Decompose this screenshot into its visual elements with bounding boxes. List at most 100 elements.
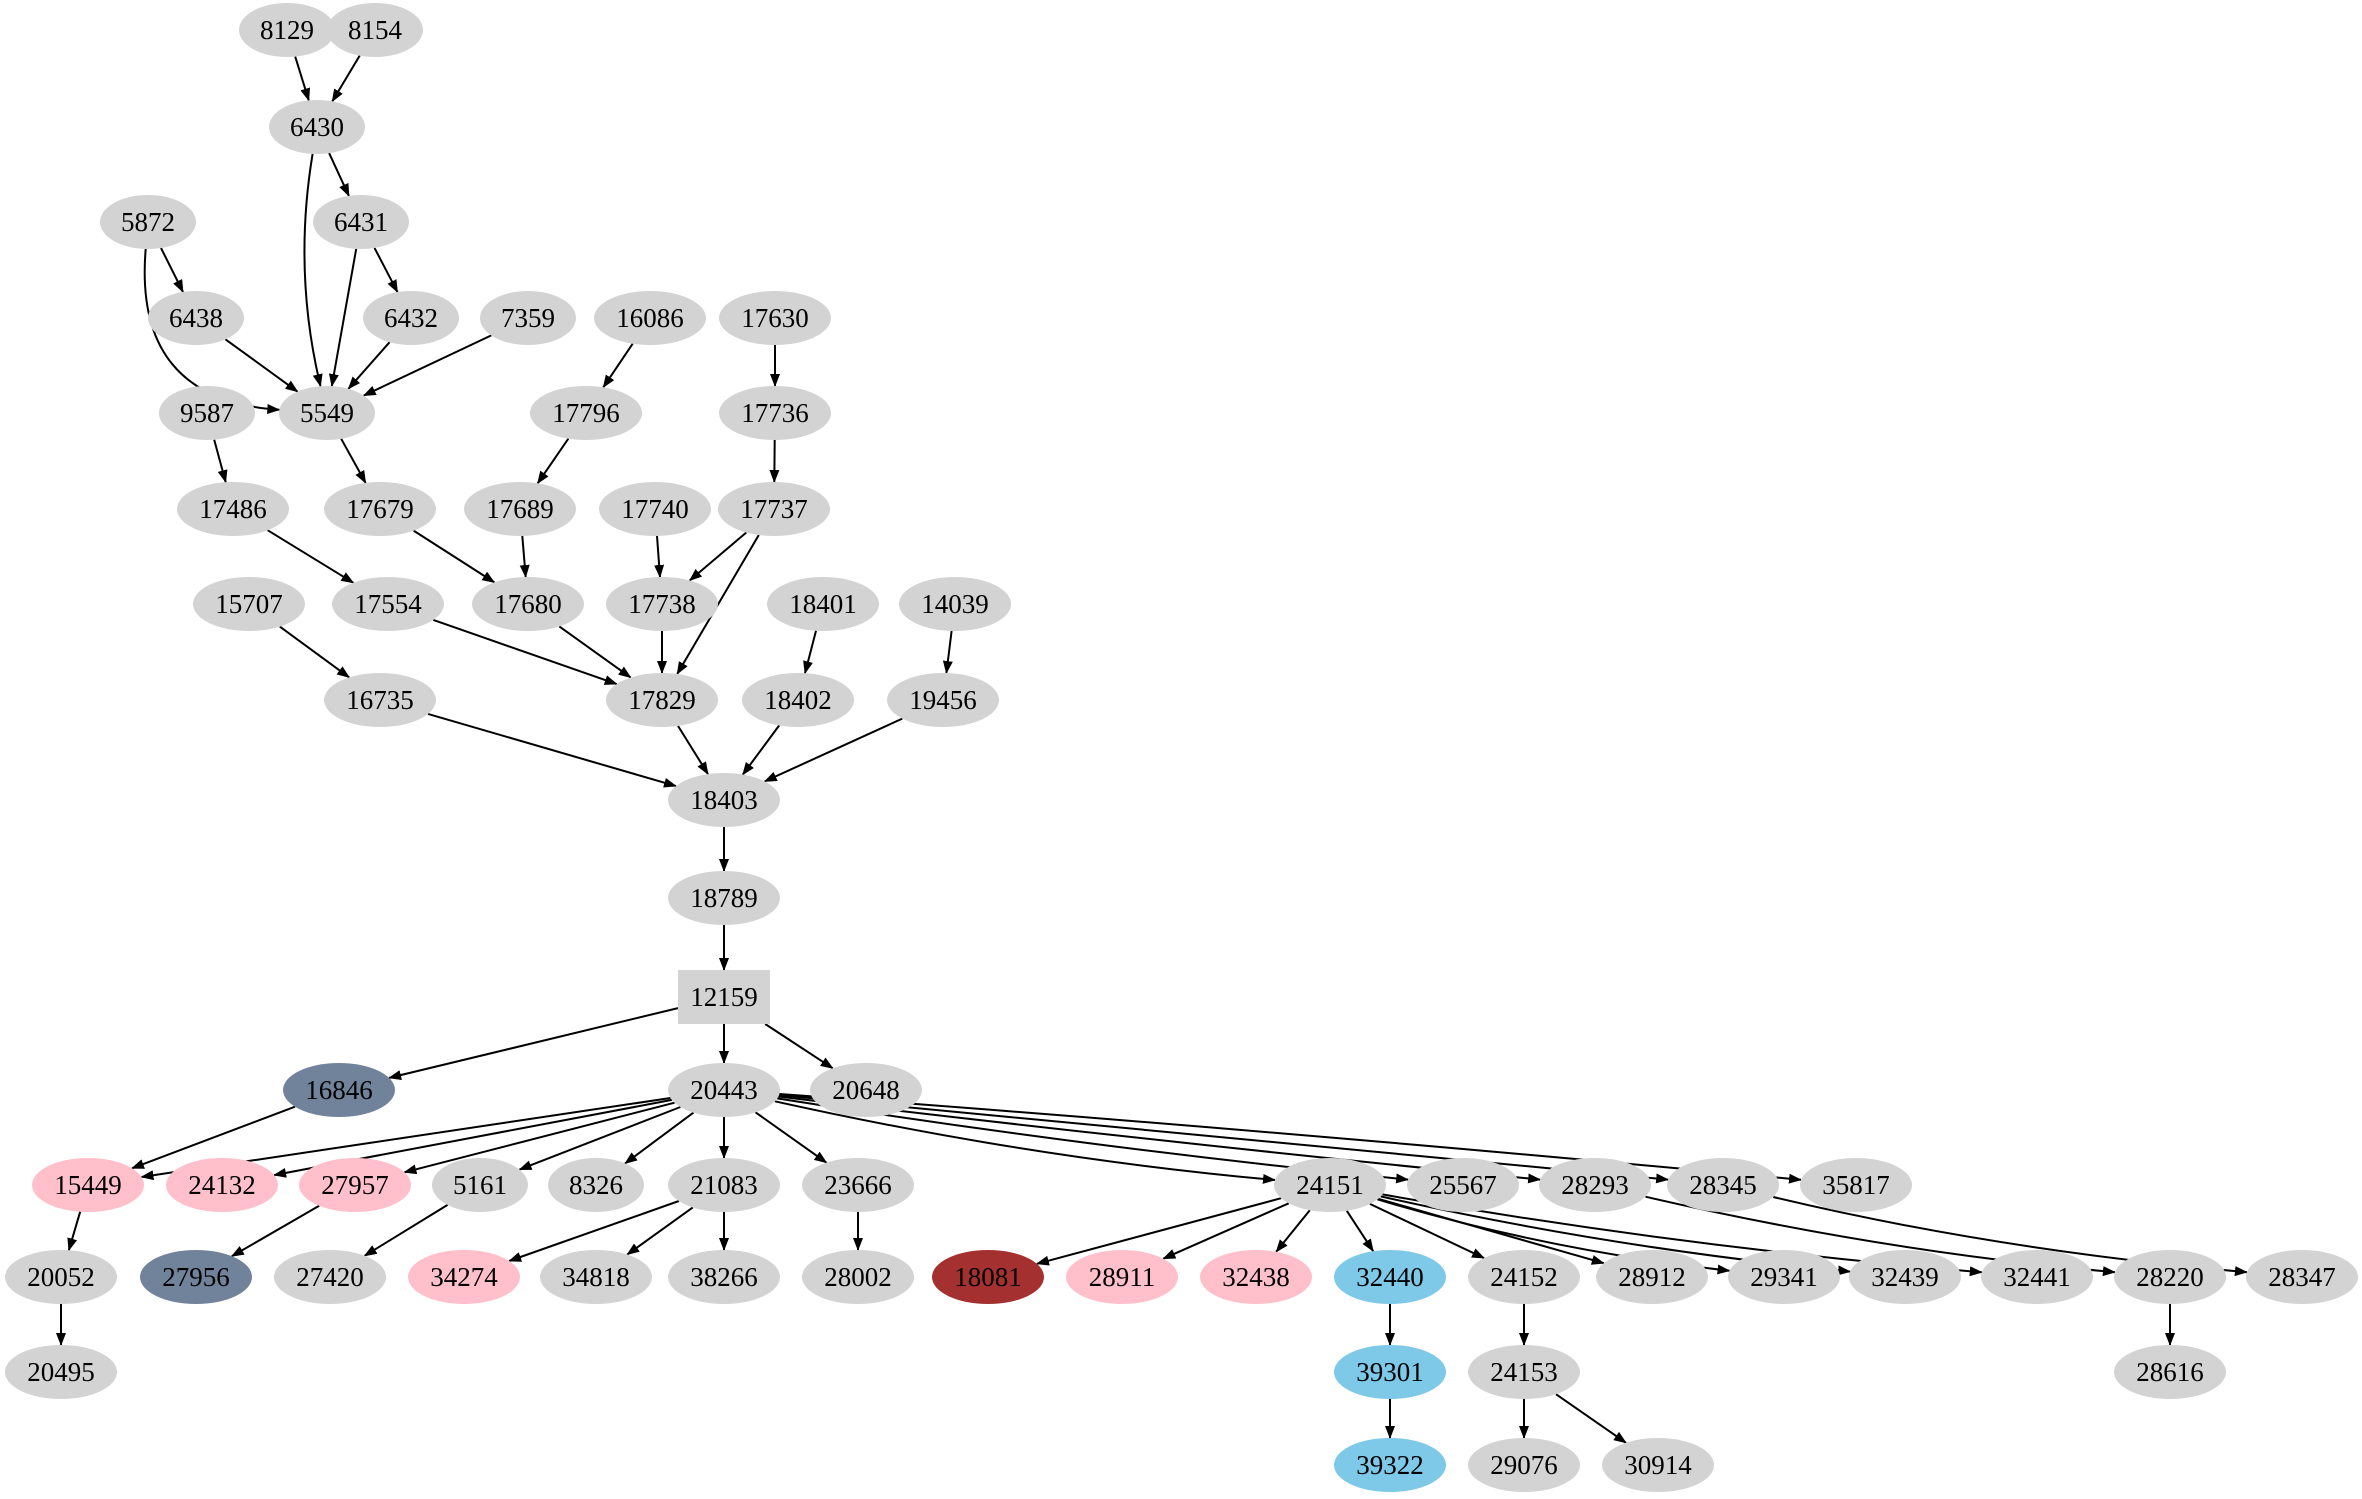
node-label-8326: 8326 <box>569 1170 623 1200</box>
node-9587: 9587 <box>159 386 255 440</box>
node-8154: 8154 <box>327 3 423 57</box>
node-30914: 30914 <box>1602 1438 1714 1492</box>
node-label-30914: 30914 <box>1624 1450 1692 1480</box>
node-7359: 7359 <box>480 291 576 345</box>
node-ellipse-28220 <box>2114 1250 2226 1304</box>
edge-7359-5549 <box>362 334 492 397</box>
node-label-20443: 20443 <box>690 1075 758 1105</box>
node-ellipse-9587 <box>159 386 255 440</box>
node-ellipse-24152 <box>1468 1250 1580 1304</box>
edge-15449-20052 <box>67 1211 82 1252</box>
node-ellipse-8129 <box>239 3 335 57</box>
node-ellipse-20052 <box>5 1250 117 1304</box>
node-5549: 5549 <box>279 386 375 440</box>
node-ellipse-15449 <box>32 1158 144 1212</box>
node-ellipse-17829 <box>606 673 718 727</box>
node-28912: 28912 <box>1596 1250 1708 1304</box>
node-label-24132: 24132 <box>188 1170 256 1200</box>
node-label-8129: 8129 <box>260 15 314 45</box>
node-5872: 5872 <box>100 195 196 249</box>
node-20052: 20052 <box>5 1250 117 1304</box>
node-ellipse-27957 <box>299 1158 411 1212</box>
node-29076: 29076 <box>1468 1438 1580 1492</box>
node-ellipse-17554 <box>332 577 444 631</box>
node-ellipse-20443 <box>668 1063 780 1117</box>
node-label-39322: 39322 <box>1356 1450 1424 1480</box>
node-ellipse-20495 <box>5 1345 117 1399</box>
edge-8154-6430 <box>331 55 361 103</box>
node-ellipse-8326 <box>548 1158 644 1212</box>
edge-24151-32440 <box>1345 1210 1375 1253</box>
node-label-39301: 39301 <box>1356 1357 1424 1387</box>
edge-24151-18081 <box>1035 1197 1282 1266</box>
node-label-32438: 32438 <box>1222 1262 1290 1292</box>
node-ellipse-8154 <box>327 3 423 57</box>
node-ellipse-28345 <box>1667 1158 1779 1212</box>
edge-6431-6432 <box>373 247 399 293</box>
node-label-28911: 28911 <box>1089 1262 1156 1292</box>
node-label-7359: 7359 <box>501 303 555 333</box>
node-ellipse-17737 <box>718 482 830 536</box>
node-label-25567: 25567 <box>1429 1170 1497 1200</box>
edge-5161-27420 <box>363 1204 449 1257</box>
edge-5549-17679 <box>340 438 367 484</box>
node-6438: 6438 <box>148 291 244 345</box>
node-28347: 28347 <box>2246 1250 2358 1304</box>
node-label-18789: 18789 <box>690 883 758 913</box>
node-ellipse-32441 <box>1981 1250 2093 1304</box>
edge-17679-17680 <box>413 529 496 584</box>
edge-20443-5161 <box>518 1106 681 1171</box>
node-39322: 39322 <box>1334 1438 1446 1492</box>
edge-20443-24151 <box>774 1100 1276 1184</box>
node-label-5549: 5549 <box>300 398 354 428</box>
node-label-16846: 16846 <box>305 1075 373 1105</box>
node-32438: 32438 <box>1200 1250 1312 1304</box>
edge-20443-35817 <box>779 1093 1802 1184</box>
edge-5872-6438 <box>160 247 184 293</box>
node-label-28220: 28220 <box>2136 1262 2204 1292</box>
node-29341: 29341 <box>1728 1250 1840 1304</box>
node-label-28347: 28347 <box>2268 1262 2336 1292</box>
node-28293: 28293 <box>1539 1158 1651 1212</box>
node-ellipse-17736 <box>719 386 831 440</box>
node-15707: 15707 <box>193 577 305 631</box>
node-ellipse-17796 <box>530 386 642 440</box>
node-label-20052: 20052 <box>27 1262 95 1292</box>
edge-17796-17689 <box>536 438 570 485</box>
node-label-14039: 14039 <box>921 589 989 619</box>
node-ellipse-20648 <box>810 1063 922 1117</box>
node-ellipse-28912 <box>1596 1250 1708 1304</box>
edge-18401-18402 <box>803 630 817 675</box>
node-18789: 18789 <box>668 871 780 925</box>
node-label-18402: 18402 <box>764 685 832 715</box>
node-label-12159: 12159 <box>690 982 758 1012</box>
node-28911: 28911 <box>1066 1250 1178 1304</box>
node-ellipse-35817 <box>1800 1158 1912 1212</box>
node-32441: 32441 <box>1981 1250 2093 1304</box>
node-32439: 32439 <box>1849 1250 1961 1304</box>
node-14039: 14039 <box>899 577 1011 631</box>
node-label-27957: 27957 <box>321 1170 389 1200</box>
node-ellipse-17738 <box>606 577 718 631</box>
node-label-17740: 17740 <box>621 494 689 524</box>
node-18401: 18401 <box>767 577 879 631</box>
node-8129: 8129 <box>239 3 335 57</box>
node-ellipse-5872 <box>100 195 196 249</box>
edge-24153-30914 <box>1555 1393 1627 1444</box>
node-ellipse-23666 <box>802 1158 914 1212</box>
node-5161: 5161 <box>432 1158 528 1212</box>
edge-19456-18403 <box>763 717 903 783</box>
node-ellipse-32439 <box>1849 1250 1961 1304</box>
node-label-32440: 32440 <box>1356 1262 1424 1292</box>
node-ellipse-17486 <box>177 482 289 536</box>
node-ellipse-32438 <box>1200 1250 1312 1304</box>
node-label-18403: 18403 <box>690 785 758 815</box>
node-label-32439: 32439 <box>1871 1262 1939 1292</box>
node-ellipse-39301 <box>1334 1345 1446 1399</box>
node-label-28345: 28345 <box>1689 1170 1757 1200</box>
node-17740: 17740 <box>599 482 711 536</box>
node-17738: 17738 <box>606 577 718 631</box>
